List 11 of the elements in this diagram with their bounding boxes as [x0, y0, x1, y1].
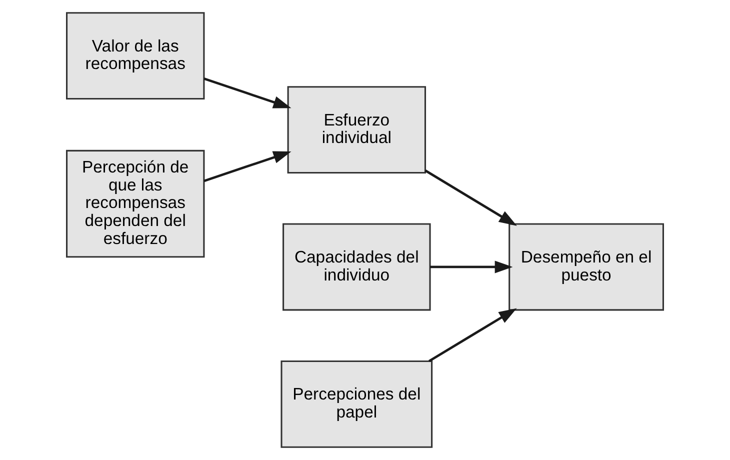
- node-box: Capacidades del individuo: [282, 223, 431, 311]
- arrow: [428, 308, 517, 362]
- node-box: Desempeño en el puesto: [508, 223, 664, 311]
- node-box: Valor de las recompensas: [66, 12, 205, 100]
- node-box: Esfuerzo individual: [287, 86, 426, 174]
- node-box: Percepciones del papel: [280, 360, 433, 448]
- node-box: Percepción de que las recompensas dependen del esfuerzo: [66, 150, 205, 258]
- arrow: [430, 260, 513, 274]
- arrow: [204, 151, 292, 182]
- arrow: [424, 170, 517, 226]
- arrow: [204, 78, 292, 108]
